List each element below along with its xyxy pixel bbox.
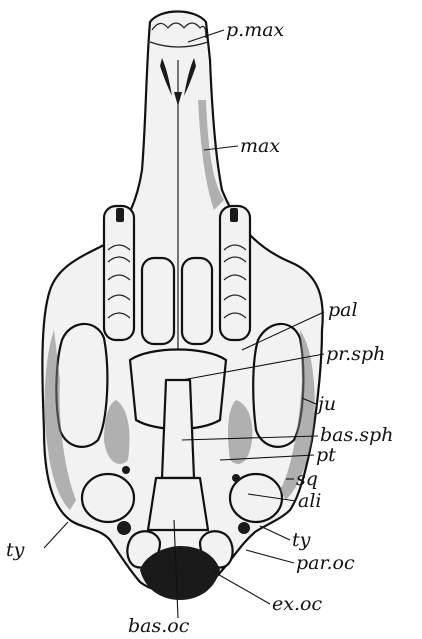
carotid-foramen-left — [122, 466, 130, 474]
basioccipital — [148, 478, 208, 530]
label-pr-sph: pr.sph — [326, 343, 385, 365]
palatal-foramen-left — [142, 258, 174, 344]
label-max: max — [240, 135, 280, 157]
label-ty-left: ty — [6, 539, 25, 561]
label-par-oc: par.oc — [296, 552, 355, 574]
basisphenoid — [162, 380, 194, 478]
label-bas-oc: bas.oc — [128, 615, 190, 637]
orbit-right — [253, 324, 303, 447]
leader-ty-right — [260, 526, 290, 540]
palatal-foramen-right — [182, 258, 212, 344]
label-ty-right: ty — [292, 529, 311, 551]
label-ju: ju — [314, 393, 336, 415]
label-p-max: p.max — [226, 19, 285, 41]
leader-par-oc — [246, 550, 294, 563]
label-bas-sph: bas.sph — [320, 424, 393, 446]
carotid-foramen-right — [232, 474, 240, 482]
label-ali: ali — [298, 490, 321, 512]
auditory-meatus-left — [117, 521, 131, 535]
orbit-left — [56, 324, 107, 447]
leader-ty-left — [44, 522, 68, 548]
auditory-meatus-right — [238, 522, 250, 534]
label-pt: pt — [316, 444, 336, 466]
label-pal: pal — [328, 299, 358, 321]
molar-row-left — [104, 206, 134, 340]
bulla-left — [82, 474, 134, 522]
leader-ex-oc — [214, 572, 270, 604]
label-sq: sq — [296, 468, 318, 490]
molar-row-right — [220, 206, 250, 340]
label-ex-oc: ex.oc — [272, 593, 322, 615]
